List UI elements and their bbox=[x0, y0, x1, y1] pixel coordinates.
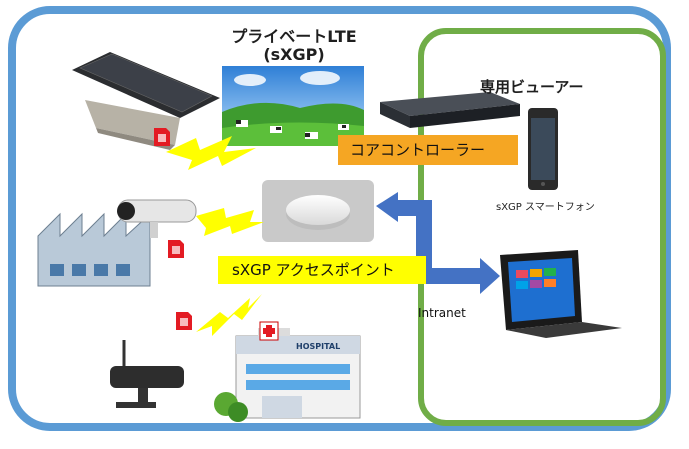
wireless-signal-icon bbox=[166, 136, 256, 170]
pasture-image bbox=[222, 66, 364, 146]
outdoor-camera-image bbox=[110, 340, 184, 408]
hospital-sign: HOSPITAL bbox=[296, 342, 340, 351]
solar-camera-image bbox=[72, 52, 220, 150]
tablet-image bbox=[500, 250, 622, 338]
factory-image bbox=[37, 212, 151, 287]
bullet-camera-image bbox=[117, 199, 197, 238]
core-controller-label: コアコントローラー bbox=[338, 135, 518, 165]
access-point-label: sXGP アクセスポイント bbox=[218, 256, 426, 284]
core-server-image bbox=[380, 92, 520, 128]
sim-card-icon bbox=[176, 312, 192, 330]
diagram-title: プライベートLTE (sXGP) bbox=[214, 28, 374, 64]
wireless-signal-icon bbox=[196, 294, 262, 336]
title-line-2: (sXGP) bbox=[263, 45, 325, 64]
smartphone-image bbox=[528, 108, 558, 190]
intranet-label: Intranet bbox=[418, 306, 466, 320]
network-connection-arrow bbox=[376, 192, 500, 294]
title-line-1: プライベートLTE bbox=[231, 27, 357, 46]
viewer-title: 専用ビューアー bbox=[480, 78, 584, 96]
access-point-image bbox=[262, 180, 374, 242]
sim-card-icon bbox=[154, 128, 170, 146]
hospital-image bbox=[214, 321, 361, 422]
sim-card-icon bbox=[168, 240, 184, 258]
smartphone-label: sXGP スマートフォン bbox=[496, 202, 595, 213]
wireless-signal-icon bbox=[196, 208, 264, 236]
